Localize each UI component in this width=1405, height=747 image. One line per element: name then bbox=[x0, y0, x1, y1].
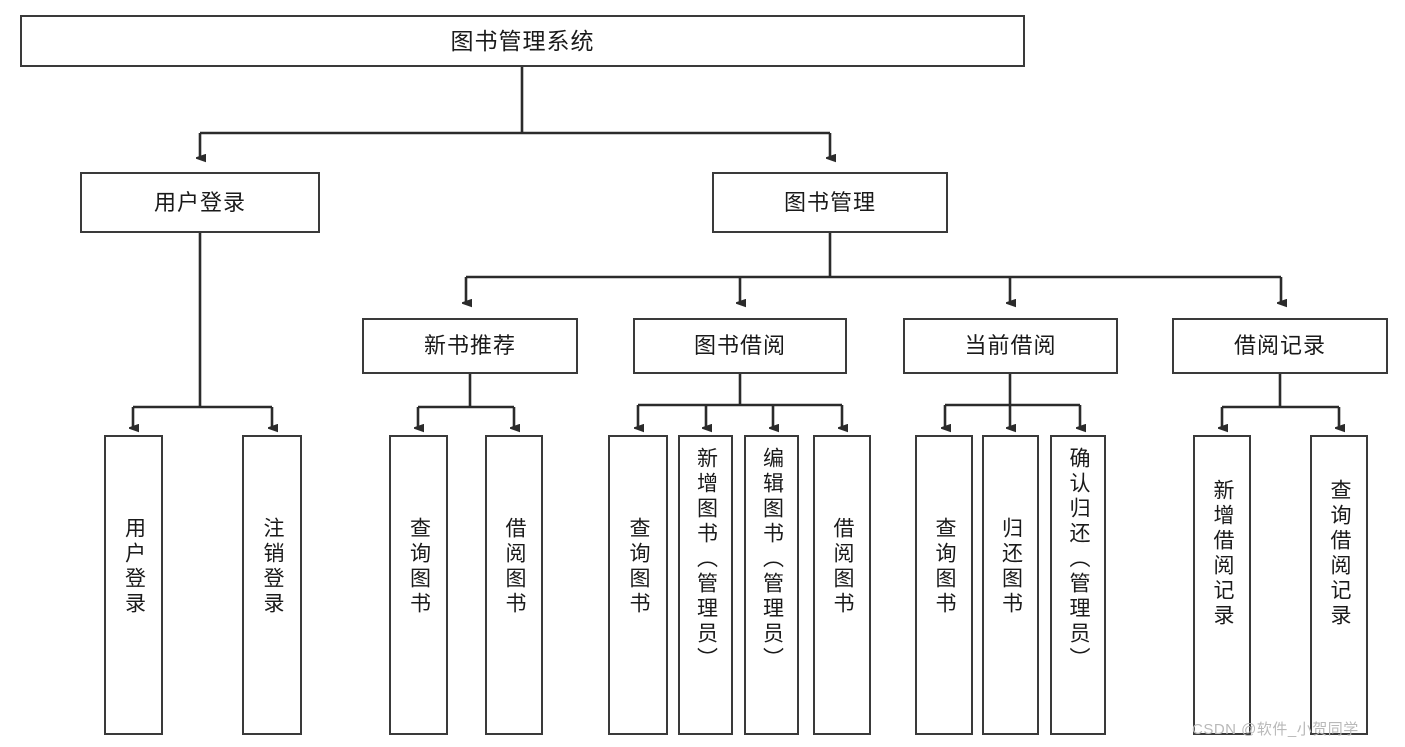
leaf-add-borrow-record[interactable]: 新增借阅记录 bbox=[1193, 435, 1251, 735]
node-book-manage[interactable]: 图书管理 bbox=[712, 172, 948, 233]
leaf-user-logout[interactable]: 注销登录 bbox=[242, 435, 302, 735]
node-label: 借阅图书 bbox=[503, 517, 527, 617]
leaf-query-book-borrow[interactable]: 查询图书 bbox=[608, 435, 668, 735]
node-book-borrow[interactable]: 图书借阅 bbox=[633, 318, 847, 374]
node-new-book-recommend[interactable]: 新书推荐 bbox=[362, 318, 578, 374]
node-root-system[interactable]: 图书管理系统 bbox=[20, 15, 1025, 67]
leaf-user-login[interactable]: 用户登录 bbox=[104, 435, 163, 735]
node-user-login[interactable]: 用户登录 bbox=[80, 172, 320, 233]
node-label: 查询图书 bbox=[933, 517, 957, 617]
leaf-confirm-return[interactable]: 确认归还（管理员） bbox=[1050, 435, 1106, 735]
node-label: 图书管理系统 bbox=[450, 27, 595, 54]
node-label: 查询图书 bbox=[407, 517, 431, 617]
leaf-add-book[interactable]: 新增图书（管理员） bbox=[678, 435, 733, 735]
node-borrow-record[interactable]: 借阅记录 bbox=[1172, 318, 1388, 374]
leaf-return-book[interactable]: 归还图书 bbox=[982, 435, 1039, 735]
node-label: 新书推荐 bbox=[423, 333, 516, 359]
node-label: 借阅图书 bbox=[831, 517, 855, 617]
leaf-edit-book[interactable]: 编辑图书（管理员） bbox=[744, 435, 799, 735]
node-label: 归还图书 bbox=[999, 517, 1023, 617]
node-label: 用户登录 bbox=[122, 517, 146, 617]
leaf-query-borrow-record[interactable]: 查询借阅记录 bbox=[1310, 435, 1368, 735]
node-label: 查询借阅记录 bbox=[1328, 479, 1352, 629]
node-label: 借阅记录 bbox=[1233, 333, 1326, 359]
node-label: 当前借阅 bbox=[964, 333, 1057, 359]
leaf-borrow-book-recommend[interactable]: 借阅图书 bbox=[485, 435, 543, 735]
node-label: 注销登录 bbox=[261, 517, 285, 617]
node-label: 确认归还（管理员） bbox=[1067, 447, 1091, 672]
leaf-query-book-current[interactable]: 查询图书 bbox=[915, 435, 973, 735]
leaf-query-book-recommend[interactable]: 查询图书 bbox=[389, 435, 448, 735]
node-label: 编辑图书（管理员） bbox=[760, 447, 784, 672]
node-label: 新增图书（管理员） bbox=[694, 447, 718, 672]
node-label: 新增借阅记录 bbox=[1211, 479, 1235, 629]
node-current-borrow[interactable]: 当前借阅 bbox=[903, 318, 1118, 374]
csdn-watermark: CSDN @软件_小贺同学 bbox=[1192, 721, 1359, 738]
node-label: 图书管理 bbox=[783, 189, 876, 215]
node-label: 图书借阅 bbox=[693, 333, 786, 359]
node-label: 查询图书 bbox=[627, 517, 651, 617]
node-label: 用户登录 bbox=[153, 189, 246, 215]
leaf-borrow-book-borrow[interactable]: 借阅图书 bbox=[813, 435, 871, 735]
